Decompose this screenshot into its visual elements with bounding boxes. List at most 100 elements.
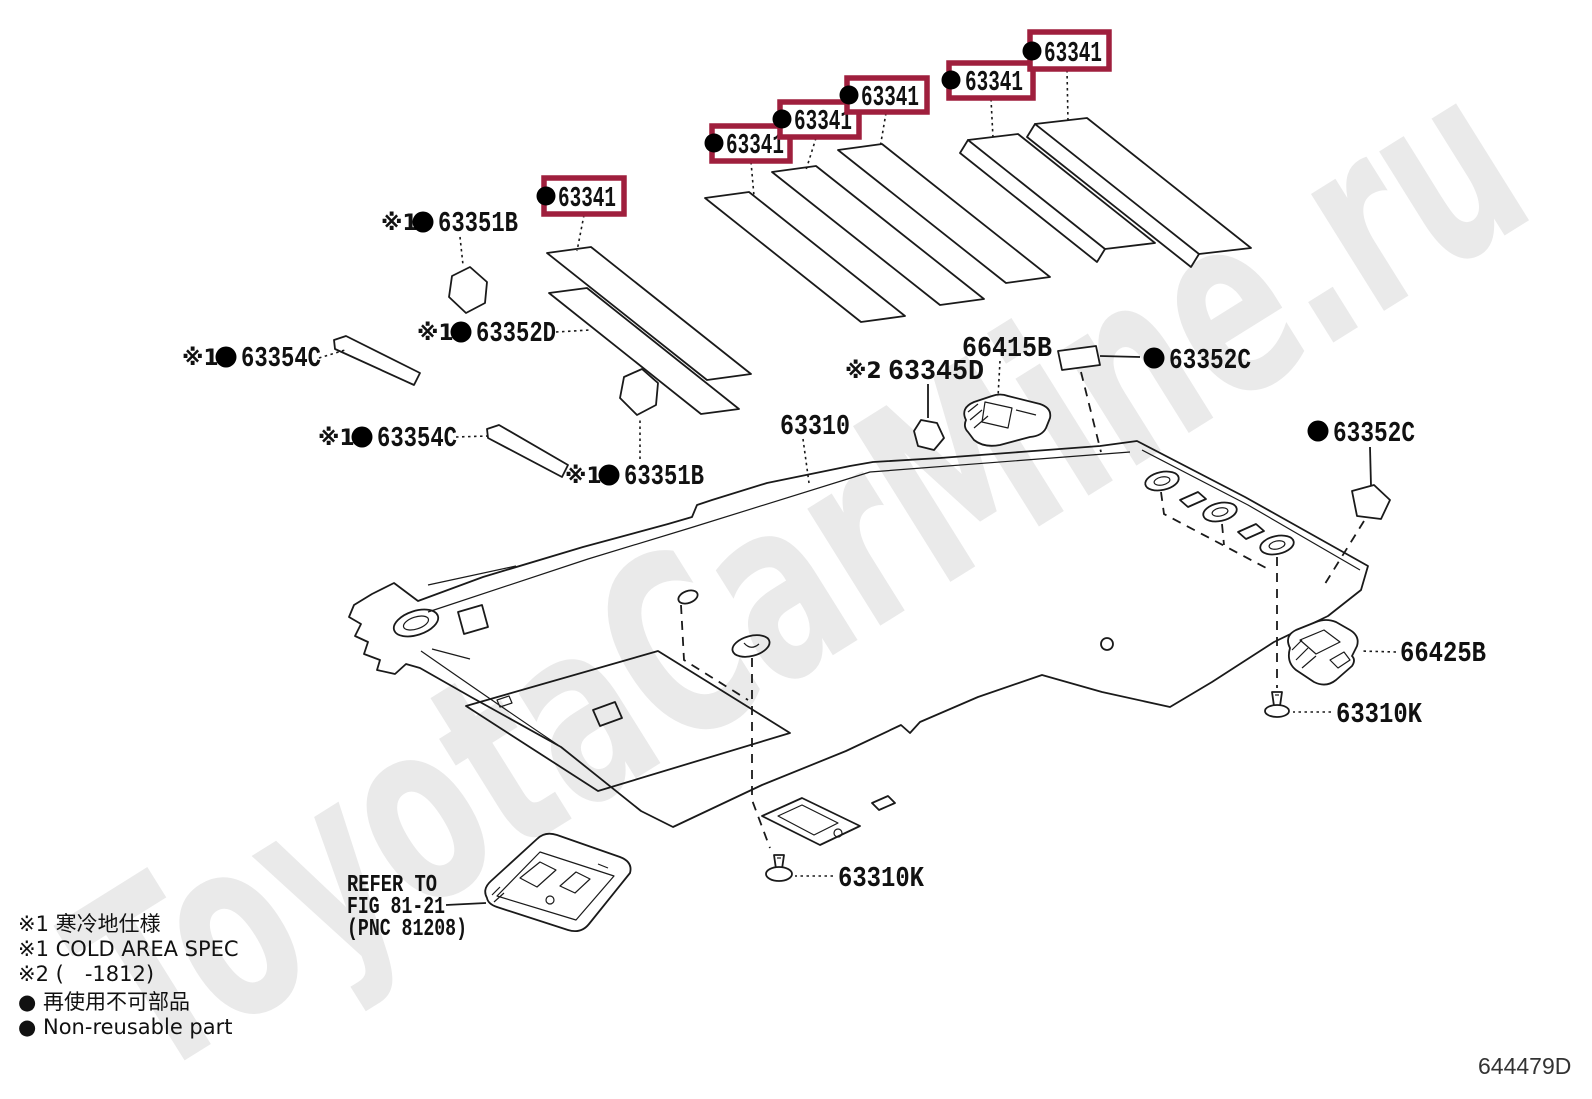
part-number[interactable]: 63310K — [1336, 698, 1422, 731]
part-number[interactable]: 63352D — [476, 317, 556, 350]
part-number[interactable]: 66415B — [962, 332, 1052, 365]
windshield-header-inner-line — [427, 451, 1131, 613]
assembly-dash-grommet2 — [1221, 523, 1225, 546]
part-box-63341-3[interactable]: 63341 — [772, 99, 862, 140]
label-63345d[interactable]: ※2 63345D — [845, 355, 984, 388]
leader-63351b-a — [459, 236, 464, 266]
part-number[interactable]: 63354C — [241, 342, 321, 375]
leader-box5 — [990, 98, 994, 139]
rear-grommet-2 — [1202, 501, 1238, 523]
non-reusable-dot — [704, 133, 724, 153]
small-cutout — [592, 701, 623, 727]
part-box-63341-4[interactable]: 63341 — [839, 75, 930, 115]
label-63310k-bottom[interactable]: 63310K — [838, 862, 924, 895]
note-production-range: ※2 ( -1812) — [18, 962, 154, 986]
note-non-reusable-en: ● Non-reusable part — [18, 1015, 232, 1039]
part-box-63341-5[interactable]: 63341 — [941, 60, 1036, 101]
part-box-63341-6[interactable]: 63341 — [1022, 29, 1112, 72]
part-number[interactable]: 63341 — [558, 182, 616, 215]
rear-cutout-2 — [1237, 523, 1265, 540]
note-non-reusable-jp: ● 再使用不可部品 — [18, 990, 190, 1014]
refer-line-3: (PNC 81208) — [347, 916, 467, 943]
non-reusable-dot — [941, 70, 961, 90]
small-cutout-2 — [871, 795, 896, 811]
part-number[interactable]: 63354C — [377, 422, 457, 455]
non-reusable-dot — [598, 464, 620, 486]
leader-63352c-left — [1099, 355, 1141, 358]
part-number[interactable]: 63341 — [861, 81, 919, 114]
assembly-dash-63352c-left — [1080, 371, 1102, 453]
part-number[interactable]: 63310 — [780, 410, 850, 443]
non-reusable-dot — [351, 426, 373, 448]
leader-box3 — [805, 137, 817, 171]
label-66425b[interactable]: 66425B — [1400, 637, 1486, 670]
leader-box1 — [576, 214, 585, 252]
leader-63310 — [802, 438, 810, 484]
drawing-number: 644479D — [1478, 1053, 1571, 1079]
part-number[interactable]: 63341 — [726, 129, 784, 162]
sunroof-opening — [465, 650, 791, 792]
label-63352c-left[interactable]: 63352C — [1143, 344, 1252, 377]
rear-grommet-3 — [1259, 534, 1295, 556]
spec-prefix: ※1 — [565, 464, 602, 489]
leader-box2 — [750, 161, 755, 197]
part-number[interactable]: 63351B — [624, 460, 704, 493]
non-reusable-dot — [1143, 347, 1165, 369]
leader-63354c-b — [455, 435, 489, 438]
leader-66415b — [997, 360, 1001, 398]
note-cold-area-jp: ※1 寒冷地仕様 — [18, 912, 161, 936]
stick-pad-63354c-a — [333, 335, 421, 386]
non-reusable-dot — [1022, 41, 1042, 61]
silencer-pad-5-side — [959, 139, 1106, 263]
label-63351b-a[interactable]: ※1 63351B — [381, 207, 518, 240]
headlining-outline — [348, 440, 1369, 828]
console-opening-inner — [777, 804, 839, 836]
console-opening — [761, 797, 861, 846]
part-number[interactable]: 63341 — [1044, 37, 1102, 70]
non-reusable-dot — [450, 321, 472, 343]
leader-box6 — [1066, 69, 1069, 123]
label-63354c-a[interactable]: ※1 63354C — [182, 342, 321, 375]
highlighted-part-labels: 63341 63341 63341 63341 63341 63341 — [536, 29, 1112, 217]
part-number[interactable]: 63351B — [438, 207, 518, 240]
label-63352d[interactable]: ※1 63352D — [417, 317, 556, 350]
leader-refer — [445, 902, 487, 906]
clip-63352c-left — [1057, 345, 1101, 371]
part-number[interactable]: 63310K — [838, 862, 924, 895]
note-cold-area-en: ※1 COLD AREA SPEC — [18, 937, 239, 961]
console-hole — [833, 828, 843, 838]
part-number[interactable]: 63345D — [888, 355, 984, 388]
label-63351b-b[interactable]: ※1 63351B — [565, 460, 704, 493]
label-63310[interactable]: 63310 — [780, 410, 850, 443]
clip-63345d — [913, 419, 945, 451]
part-box-63341-1[interactable]: 63341 — [536, 175, 627, 217]
part-number[interactable]: 63352C — [1333, 417, 1415, 450]
spec-prefix: ※1 — [318, 426, 355, 451]
silencer-pad-3 — [771, 165, 985, 306]
part-box-63341-2[interactable]: 63341 — [704, 123, 793, 164]
label-63354c-b[interactable]: ※1 63354C — [318, 422, 457, 455]
center-grommet-hook — [743, 642, 760, 648]
center-grommet-oval — [731, 634, 771, 658]
label-66415b[interactable]: 66415B — [962, 332, 1052, 365]
label-63310k-right[interactable]: 63310K — [1336, 698, 1422, 731]
stick-pad-63354c-b — [486, 424, 569, 478]
plain-part-labels: ※1 63351B ※1 63352D ※1 63354C ※1 63354C … — [182, 207, 1486, 895]
non-reusable-dot — [839, 85, 859, 105]
hex-pad-63351b-b — [619, 368, 659, 416]
screw-63310k-right — [1264, 691, 1290, 718]
small-mark — [496, 695, 513, 708]
leader-63352c-right — [1369, 446, 1372, 487]
assembly-dash-63352c-right — [1322, 520, 1365, 588]
bracket-66415b — [963, 393, 1052, 447]
part-number[interactable]: 63341 — [965, 66, 1023, 99]
assembly-dash-maplight — [680, 604, 749, 701]
front-crease-line — [427, 565, 517, 586]
part-number[interactable]: 63341 — [794, 105, 852, 138]
part-number[interactable]: 63352C — [1169, 344, 1251, 377]
label-63352c-right[interactable]: 63352C — [1307, 417, 1416, 450]
legend-notes: ※1 寒冷地仕様 ※1 COLD AREA SPEC ※2 ( -1812) ●… — [18, 912, 239, 1039]
maplight-hole-oval — [677, 589, 699, 605]
leader-66425b — [1359, 650, 1397, 653]
part-number[interactable]: 66425B — [1400, 637, 1486, 670]
